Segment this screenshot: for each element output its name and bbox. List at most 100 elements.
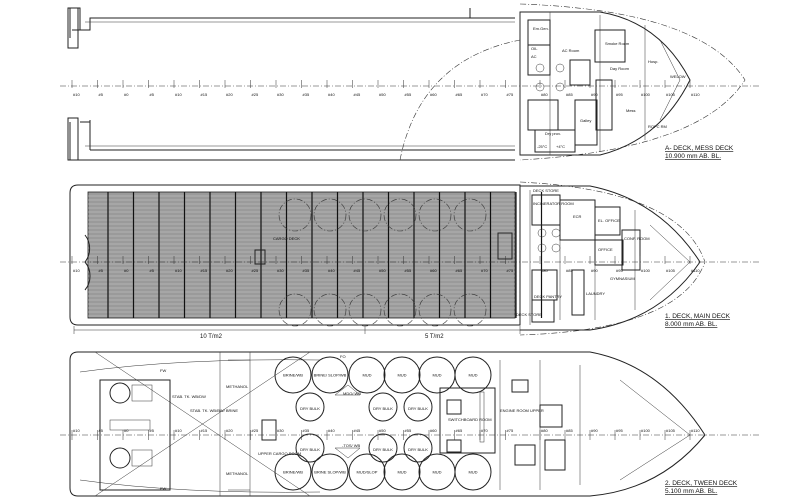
room-label: DECK STORE xyxy=(533,188,559,193)
room-label: +4°C xyxy=(556,144,565,149)
frame-label: #90 xyxy=(591,428,598,433)
room-label: Day Room xyxy=(610,66,630,71)
frame-label: #0 xyxy=(124,92,129,97)
tank-label: DRY BULK xyxy=(373,406,393,411)
frame-label: #10 xyxy=(175,268,182,273)
tank-hatch-outline xyxy=(453,293,487,327)
a-deck-elevation: 10.900 mm AB. BL. xyxy=(665,153,721,160)
main-deck-plan: CARGO DECK DECK STORE INCINERATOR ROOM E… xyxy=(60,181,760,340)
frame-label: #80 xyxy=(541,428,548,433)
frame-label: #100 xyxy=(641,428,651,433)
frame-label: #70 xyxy=(481,92,488,97)
tank xyxy=(311,356,349,394)
tank-hatch-outline xyxy=(383,293,417,327)
frame-label: #5 xyxy=(99,428,104,433)
tank xyxy=(454,453,492,491)
frame-label: #15 xyxy=(201,428,208,433)
cargo-deck-area xyxy=(87,191,516,319)
frame-label: #75 xyxy=(507,268,514,273)
tank-label: DRY BULK xyxy=(373,447,393,452)
frame-label: #95 xyxy=(616,268,623,273)
room-label: FO xyxy=(340,354,346,359)
tank-label: MUD xyxy=(468,373,477,378)
main-deck-title: 1. DECK, MAIN DECK xyxy=(665,313,731,320)
frame-label: #25 xyxy=(252,268,259,273)
frame-label: #70 xyxy=(481,268,488,273)
frame-label: #90 xyxy=(591,268,598,273)
frame-label: #85 xyxy=(566,268,573,273)
tank-hatch-outline xyxy=(383,198,417,232)
frame-label: #45 xyxy=(354,92,361,97)
tank-label: DRY BULK xyxy=(300,406,320,411)
frame-label: #60 xyxy=(430,92,437,97)
frame-label: #40 xyxy=(328,92,335,97)
frame-label: #25 xyxy=(252,428,259,433)
tank-hatch-outline xyxy=(418,293,452,327)
tank-label: BRINE SLOP/WB xyxy=(314,470,346,475)
tank-hatch-outline xyxy=(278,198,312,232)
tank xyxy=(348,453,386,491)
tank-label: MUD xyxy=(397,373,406,378)
frame-label: #75 xyxy=(507,428,514,433)
tween-deck-title: 2. DECK, TWEEN DECK xyxy=(665,480,738,487)
frame-label: #35 xyxy=(303,92,310,97)
frame-label: #20 xyxy=(226,268,233,273)
frame-label: #105 xyxy=(666,268,676,273)
room-label: EL. OFFICE xyxy=(598,218,620,223)
frame-label: #65 xyxy=(456,92,463,97)
tank-label: BRINE/WB xyxy=(283,470,303,475)
room-label: ENGINE ROOM UPPER xyxy=(500,408,544,413)
frame-label: #55 xyxy=(405,92,412,97)
frame-label: #105 xyxy=(666,428,676,433)
frame-label: #10 xyxy=(175,428,182,433)
tank-label: MUD xyxy=(468,470,477,475)
frame-label: #110 xyxy=(691,92,700,97)
frame-label: #60 xyxy=(430,428,437,433)
frame-label: #5 xyxy=(150,428,155,433)
tank-label: DRY BULK xyxy=(408,406,428,411)
frame-label: #10 xyxy=(73,92,80,97)
room-label: Em.Gen. xyxy=(533,26,549,31)
room-label: Mess xyxy=(626,108,636,113)
tank xyxy=(274,356,312,394)
frame-label: #0 xyxy=(124,268,129,273)
tween-deck-plan: FW FW METHANOL METHANOL STAB. TK. WB/DW … xyxy=(60,351,760,497)
room-label: METHANOL xyxy=(226,384,249,389)
cargo-deck-label: CARGO DECK xyxy=(273,236,300,241)
tank xyxy=(348,356,386,394)
frame-label: #75 xyxy=(507,92,514,97)
a-deck-title: A- DECK, MESS DECK xyxy=(665,145,734,152)
tank-label: MUD xyxy=(397,470,406,475)
frame-label: #65 xyxy=(456,268,463,273)
tank-hatch-outline xyxy=(278,293,312,327)
frame-label: #65 xyxy=(456,428,463,433)
room-label: CONF. ROOM xyxy=(624,236,650,241)
room-label: AC Room xyxy=(562,48,580,53)
tank-hatch-outline xyxy=(418,198,452,232)
frame-label: #80 xyxy=(541,268,548,273)
frame-label: #55 xyxy=(405,268,412,273)
frame-label: #85 xyxy=(566,92,573,97)
frame-label: #10 xyxy=(73,428,80,433)
room-label: Galley xyxy=(580,118,591,123)
tank-label: MUD xyxy=(432,470,441,475)
room-label: DECK PANTRY xyxy=(534,294,562,299)
frame-label: #0 xyxy=(124,428,129,433)
room-label: STAB. TK. WB/DW xyxy=(172,394,206,399)
room-label: Dry prov. xyxy=(545,131,561,136)
room-label: METHANOL xyxy=(226,471,249,476)
tween-deck-elevation: 5.100 mm AB. BL. xyxy=(665,488,718,495)
frame-label: #110 xyxy=(691,268,700,273)
tank xyxy=(454,356,492,394)
frame-label: #35 xyxy=(303,268,310,273)
frame-label: #85 xyxy=(566,428,573,433)
room-label: LAUNDRY xyxy=(586,291,605,296)
frame-label: #30 xyxy=(277,428,284,433)
frame-label: #45 xyxy=(354,268,361,273)
room-label: OIL xyxy=(531,46,538,51)
frame-label: #25 xyxy=(252,92,259,97)
room-label: INCINERATOR ROOM xyxy=(533,201,574,206)
room-label: -25°C xyxy=(537,144,547,149)
frame-label: #50 xyxy=(379,92,386,97)
